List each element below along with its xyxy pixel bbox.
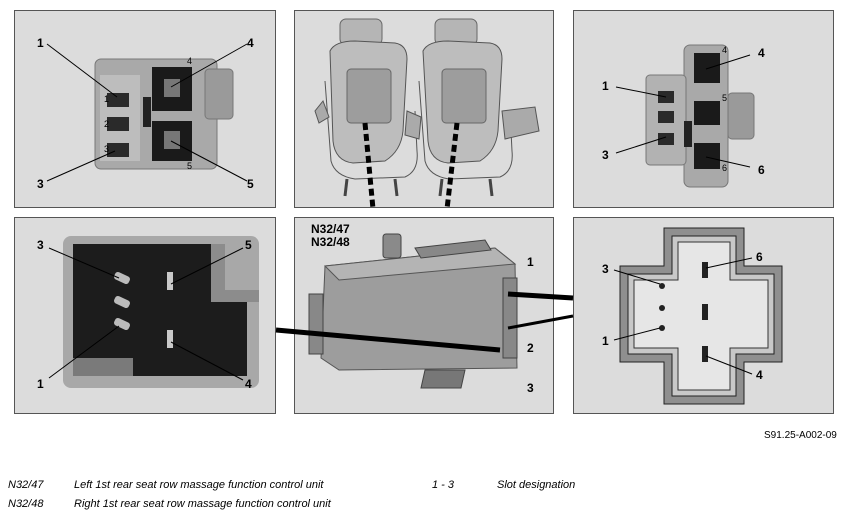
callout-4: 4 (247, 36, 254, 50)
unit-label-n32-48: N32/48 (311, 235, 350, 249)
callout-3: 3 (602, 148, 609, 162)
legend-code-n32-47: N32/47 (8, 479, 44, 491)
callout-5: 5 (247, 177, 254, 191)
pin-mark-2: 2 (104, 119, 110, 129)
pin-mark-3: 3 (104, 144, 110, 154)
pin-mark-5: 5 (187, 161, 193, 171)
callout-3: 3 (527, 381, 534, 395)
legend-text-n32-48: Right 1st rear seat row massage function… (74, 498, 331, 510)
callout-6: 6 (756, 250, 763, 264)
pin-mark-5: 5 (722, 93, 728, 103)
callout-1: 1 (37, 377, 44, 391)
panel-rear-seats (294, 10, 554, 208)
panel-control-unit: N32/47 N32/48 1 2 3 (294, 217, 554, 414)
panel-socket-closeup: 3 5 1 4 (14, 217, 276, 414)
pin-mark-6: 6 (722, 163, 728, 173)
callout-4: 4 (758, 46, 765, 60)
unit-label-n32-47: N32/47 (311, 222, 350, 236)
callout-3: 3 (37, 177, 44, 191)
callout-3: 3 (37, 238, 44, 252)
callout-1: 1 (602, 334, 609, 348)
panel-connector-face: 3 6 1 4 (573, 217, 834, 414)
panel-connector-side-right: 4 5 6 4 1 3 6 (573, 10, 834, 208)
connector-side-left-drawing (46, 43, 248, 182)
callout-3: 3 (602, 262, 609, 276)
socket-closeup-drawing (48, 236, 259, 388)
connector-side-right-drawing (615, 44, 755, 188)
rear-seats-drawing (314, 18, 540, 207)
callout-4: 4 (756, 368, 763, 382)
connector-face-drawing (613, 227, 783, 405)
legend-code-slots: 1 - 3 (432, 479, 455, 491)
callout-4: 4 (245, 377, 252, 391)
legend-code-n32-48: N32/48 (8, 498, 44, 510)
legend-text-n32-47: Left 1st rear seat row massage function … (74, 479, 324, 491)
callout-5: 5 (245, 238, 252, 252)
figure-code: S91.25-A002-09 (764, 430, 837, 441)
pin-mark-1: 1 (104, 94, 110, 104)
pin-mark-4: 4 (187, 56, 193, 66)
panel-connector-side-left: 1 2 3 4 5 1 4 3 5 (14, 10, 276, 208)
callout-1: 1 (527, 255, 534, 269)
callout-2: 2 (527, 341, 534, 355)
legend-text-slots: Slot designation (497, 479, 576, 491)
callout-6: 6 (758, 163, 765, 177)
pin-mark-4: 4 (722, 45, 728, 55)
callout-1: 1 (602, 79, 609, 93)
callout-1: 1 (37, 36, 44, 50)
